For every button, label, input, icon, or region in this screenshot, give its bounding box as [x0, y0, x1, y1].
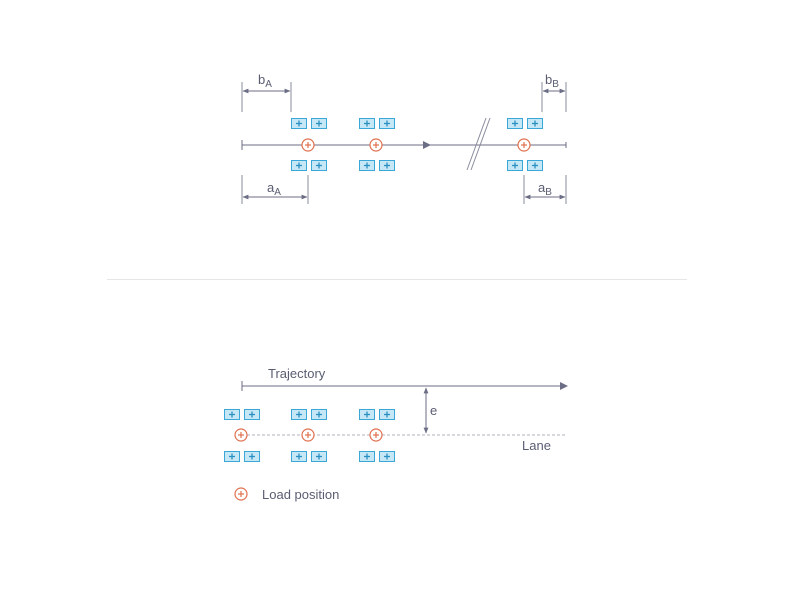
direction-arrow-icon — [423, 141, 431, 149]
lane-label: Lane — [522, 438, 551, 453]
load-position-icon — [369, 138, 383, 152]
svg-text:aA: aA — [267, 180, 281, 198]
legend-load-position-label: Load position — [262, 487, 339, 502]
trajectory-arrow-icon — [560, 382, 568, 390]
break-mark-icon — [466, 117, 491, 171]
eccentricity-label: e — [430, 403, 437, 418]
svg-text:bA: bA — [258, 72, 272, 90]
legend-load-position-icon — [234, 487, 248, 501]
dimension-aB: aB — [523, 175, 567, 204]
load-position-icon — [301, 428, 315, 442]
top-diagram: bA aA bB aB — [241, 72, 567, 204]
dimension-bA: bA — [241, 72, 292, 112]
dimension-aA: aA — [241, 175, 309, 204]
eccentricity-dimension: e — [423, 387, 437, 434]
load-position-icon — [301, 138, 315, 152]
lane-axle-group-2 — [292, 410, 327, 462]
dimension-bB: bB — [541, 72, 567, 112]
legend: Load position — [234, 487, 339, 502]
svg-text:bB: bB — [545, 72, 559, 90]
trajectory-label: Trajectory — [268, 366, 326, 381]
load-position-icon — [517, 138, 531, 152]
load-position-icon — [369, 428, 383, 442]
bottom-diagram: Trajectory Lane e — [225, 366, 568, 462]
svg-text:aB: aB — [538, 180, 552, 198]
load-position-icon — [234, 428, 248, 442]
